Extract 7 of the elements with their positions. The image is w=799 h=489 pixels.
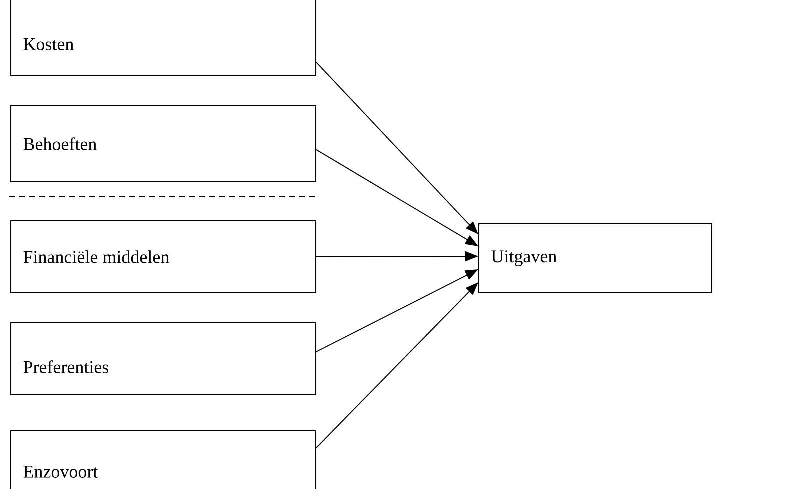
text-box: Behoeften bbox=[10, 106, 316, 182]
text-box: Preferenties bbox=[10, 322, 316, 396]
text-box: Financiële middelen bbox=[10, 220, 316, 294]
arrow bbox=[316, 282, 478, 448]
text-box: Kosten bbox=[10, 0, 316, 76]
text-box: Enzovoort bbox=[10, 430, 316, 489]
text-box: Uitgaven bbox=[478, 223, 712, 294]
